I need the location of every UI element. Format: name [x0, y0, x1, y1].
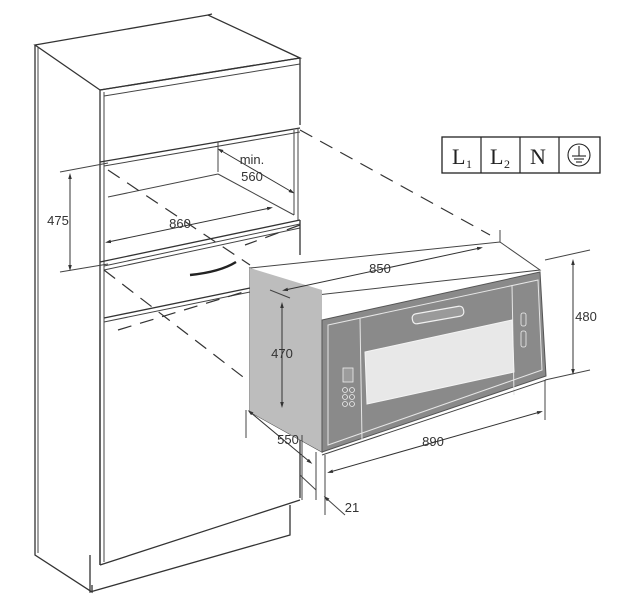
- terminal-neutral: N: [530, 144, 546, 169]
- front-height-label: 480: [575, 309, 597, 324]
- electrical-terminal-block: L 1 L 2 N: [441, 136, 601, 174]
- niche-dimensions: 475 860 min. 560: [47, 148, 295, 273]
- earth-ground-icon: [567, 143, 591, 167]
- tall-cabinet: [33, 13, 303, 594]
- niche-width-label: 860: [169, 216, 191, 231]
- terminal-l2: L: [490, 144, 503, 169]
- niche-height-label: 475: [47, 213, 69, 228]
- right-control-slot: [520, 330, 527, 348]
- housing-width-label: 850: [369, 261, 391, 276]
- terminal-l1: L: [452, 144, 465, 169]
- niche-depth-min-label: min.: [240, 152, 265, 167]
- control-display: [342, 367, 354, 383]
- depth-label: 550: [277, 432, 299, 447]
- terminal-l1-subscript: 1: [466, 157, 472, 171]
- door-handle: [411, 305, 465, 325]
- front-thickness-label: 21: [345, 500, 359, 515]
- right-control-slot: [520, 312, 527, 327]
- curved-insert-arrow: [189, 260, 237, 277]
- niche-depth-label: 560: [241, 169, 263, 184]
- control-buttons: [342, 387, 355, 407]
- appliance-dimensions: 850 470 550 890 480 21: [245, 230, 597, 516]
- front-width-label: 890: [422, 434, 444, 449]
- housing-height-label: 470: [271, 346, 293, 361]
- terminal-l2-subscript: 2: [504, 157, 510, 171]
